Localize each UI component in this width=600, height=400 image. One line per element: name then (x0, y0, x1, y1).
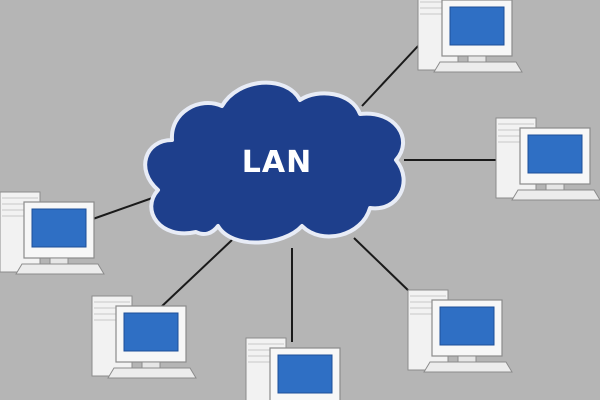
link-line-computer-bottom-right (353, 237, 413, 295)
lan-label: LAN (242, 145, 312, 180)
computer-bottom-left-icon (91, 295, 197, 379)
lan-cloud: LAN (143, 80, 406, 245)
computer-bottom-right-icon (407, 289, 513, 373)
computer-bottom-center-icon (245, 337, 351, 400)
computer-right-icon (495, 117, 600, 201)
links-layer (89, 45, 498, 342)
computer-left-icon (0, 191, 105, 275)
computer-top-right-icon (417, 0, 523, 73)
lan-cloud-shape (143, 80, 406, 245)
link-line-computer-top-right (361, 45, 419, 107)
link-line-computer-left (89, 195, 159, 221)
link-line-computer-bottom-left (159, 239, 233, 309)
